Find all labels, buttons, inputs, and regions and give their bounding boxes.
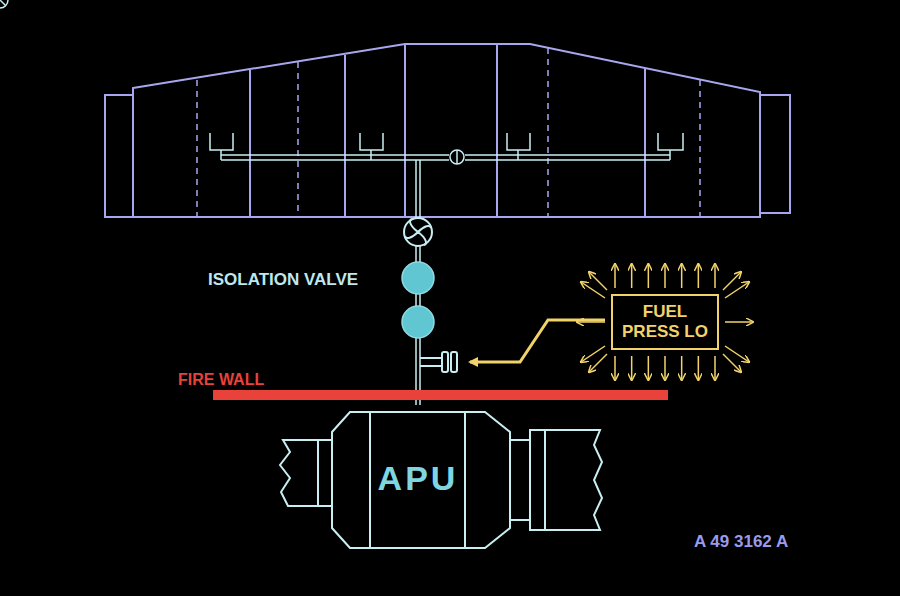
- warning-ray: [714, 356, 716, 380]
- crossfeed-valve: [450, 150, 464, 164]
- warning-ray: [589, 354, 607, 372]
- warning-ray: [698, 264, 700, 288]
- wing-outline: [105, 44, 790, 217]
- warning-ray: [723, 272, 741, 290]
- fuel-lines: [210, 133, 683, 405]
- fire-wall-bar: [213, 390, 668, 400]
- node-text: APU: [378, 459, 459, 498]
- drawing-number: A 49 3162 A: [694, 532, 788, 552]
- pressure-switch: [420, 352, 457, 372]
- warning-ray: [664, 264, 666, 288]
- warning-ray: [631, 264, 633, 288]
- apu-outline: [280, 412, 602, 548]
- warning-ray: [589, 272, 607, 290]
- part-label: ISOLATION VALVE: [208, 270, 358, 290]
- warning-ray: [723, 354, 741, 372]
- warning-ray: [648, 356, 650, 380]
- boost-pumps: [0, 0, 8, 8]
- warning-ray: [664, 356, 666, 380]
- apu-unit: APU: [376, 457, 461, 500]
- line-valve: [404, 218, 432, 246]
- node-text: FUEL PRESS LO: [619, 302, 711, 342]
- signal-line: [470, 320, 605, 362]
- warning-ray: [681, 264, 683, 288]
- isolation-valves: [402, 262, 434, 338]
- warning-light-box: FUEL PRESS LO: [611, 294, 719, 350]
- warning-ray: [725, 321, 753, 323]
- warning-ray: [631, 356, 633, 380]
- part-label: FIRE WALL: [178, 371, 264, 389]
- warning-ray: [614, 264, 616, 288]
- warning-ray: [698, 356, 700, 380]
- warning-ray: [614, 356, 616, 380]
- warning-ray: [577, 321, 605, 323]
- warning-ray: [648, 264, 650, 288]
- pump-copies: [202, 117, 691, 133]
- warning-ray: [714, 264, 716, 288]
- warning-ray: [681, 356, 683, 380]
